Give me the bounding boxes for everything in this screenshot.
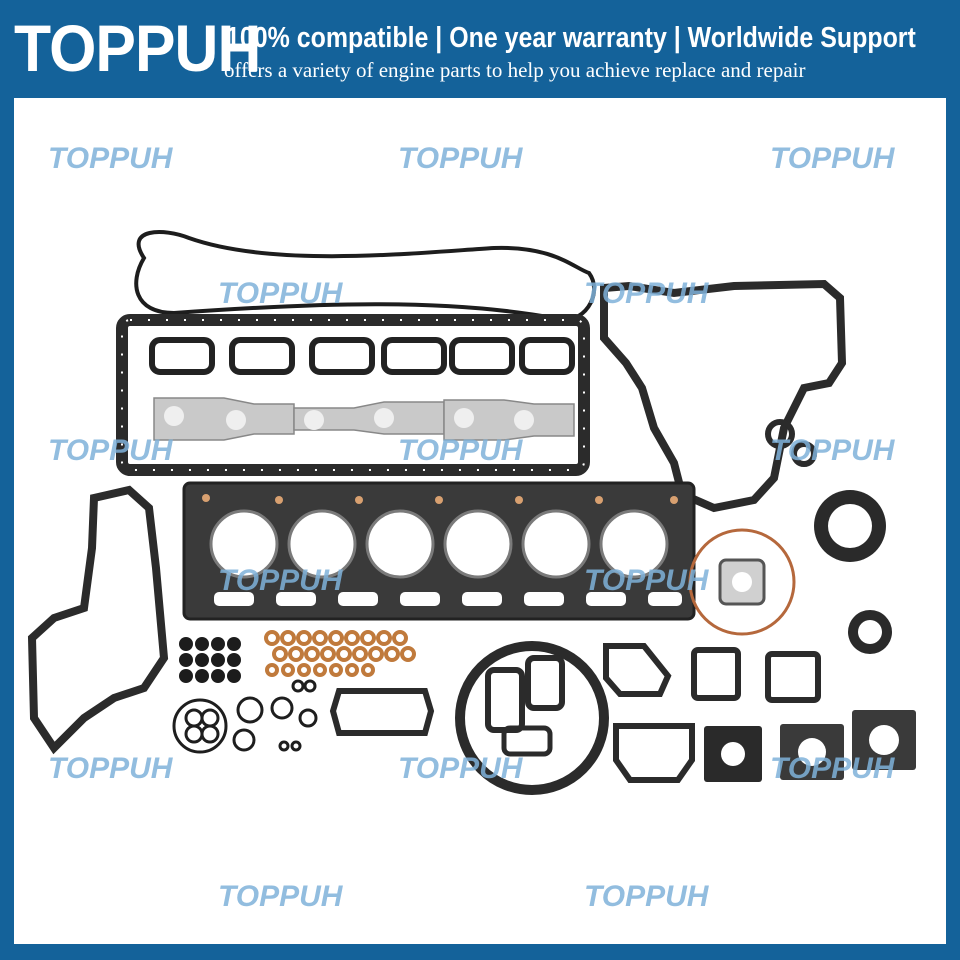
subline: offers a variety of engine parts to help… bbox=[224, 58, 806, 82]
gasket-kit-photo: TOPPUH TOPPUH TOPPUH TOPPUH TOPPUH TOPPU… bbox=[27, 142, 916, 913]
watermark-logo: TOPPUH bbox=[584, 277, 710, 310]
product-photo-panel: TOPPUH TOPPUH TOPPUH TOPPUH TOPPUH TOPPU… bbox=[14, 98, 946, 944]
watermark-logo: TOPPUH bbox=[218, 564, 344, 597]
watermark-logo: TOPPUH bbox=[48, 142, 174, 175]
watermark-logo: TOPPUH bbox=[584, 564, 710, 597]
watermark-logo: TOPPUH bbox=[770, 142, 896, 175]
watermark-logo: TOPPUH bbox=[770, 752, 896, 785]
watermark-logo: TOPPUH bbox=[770, 434, 896, 467]
watermark-logo: TOPPUH bbox=[584, 880, 710, 913]
header-banner: TOPPUH 100% compatible | One year warran… bbox=[0, 0, 960, 96]
watermark-logo: TOPPUH bbox=[48, 752, 174, 785]
watermark-logo: TOPPUH bbox=[398, 434, 524, 467]
watermark-logo: TOPPUH bbox=[398, 142, 524, 175]
watermark-group: TOPPUH TOPPUH TOPPUH TOPPUH TOPPUH TOPPU… bbox=[48, 142, 896, 913]
watermark-logo: TOPPUH bbox=[218, 880, 344, 913]
watermark-logo: TOPPUH bbox=[218, 277, 344, 310]
tagline: 100% compatible | One year warranty | Wo… bbox=[226, 22, 916, 54]
watermark-logo: TOPPUH bbox=[398, 752, 524, 785]
watermark-logo: TOPPUH bbox=[48, 434, 174, 467]
brand-logo-text: TOPPUH bbox=[14, 11, 261, 85]
